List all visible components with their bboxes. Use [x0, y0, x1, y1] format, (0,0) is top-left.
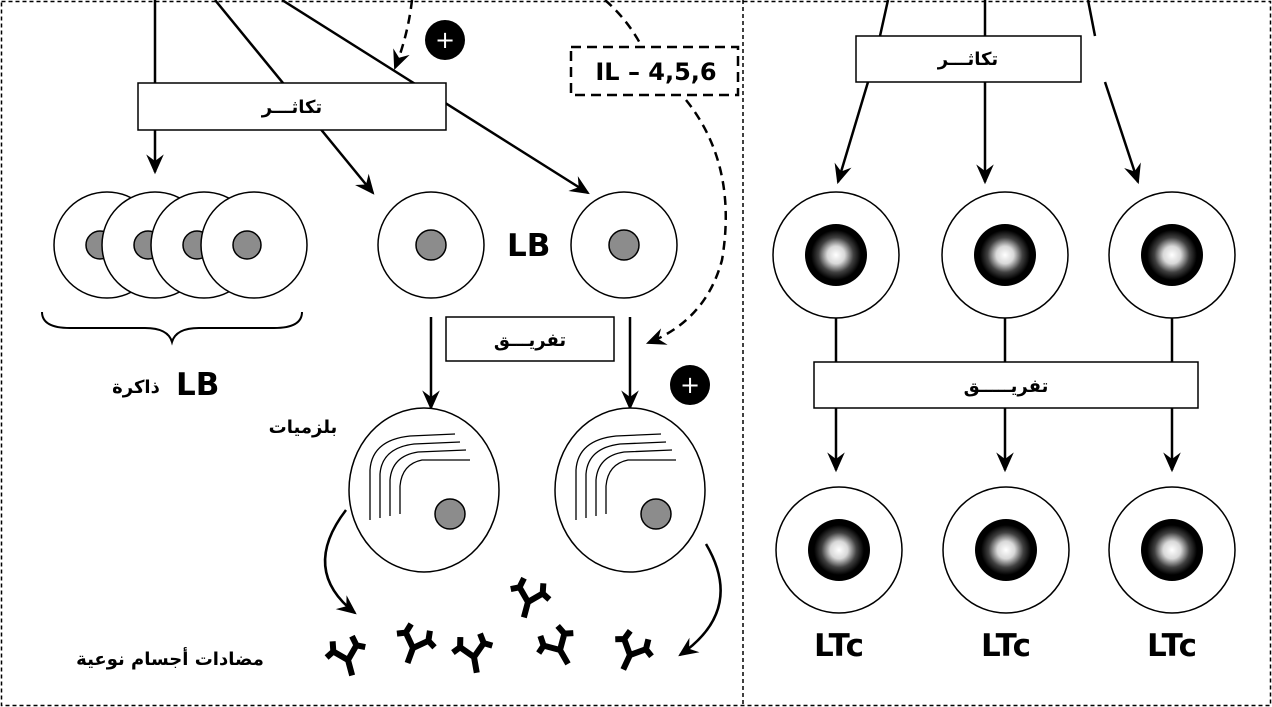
ltc-cell	[941, 191, 1069, 319]
antibody	[450, 632, 496, 676]
antibodies	[323, 576, 657, 681]
differentiation-arrows-right	[827, 318, 1181, 473]
memory-lb-cell	[200, 191, 308, 299]
differentiation-box-right: تفريـــــق	[813, 361, 1199, 409]
right-panel: تكاثـــر تفريـــــق LTc LT	[772, 0, 1236, 664]
memory-lb-label: LB ذاكرة	[112, 367, 219, 403]
left-panel: + تكاثـــر LB ذاكرة LB IL – 4,5,6	[41, 0, 740, 681]
antibodies-label: مضادات أجسام نوعية	[76, 647, 264, 670]
antibody	[323, 634, 371, 681]
ltc-cells-row-1	[772, 191, 1236, 319]
interleukin-label: IL – 4,5,6	[595, 58, 716, 86]
antibody	[532, 621, 586, 674]
ltc-cells-row-2	[775, 486, 1236, 614]
proliferation-box-right: تكاثـــر	[855, 35, 1082, 83]
incoming-arrows-right	[834, 0, 1141, 185]
stimulation-plus-badge-top: +	[425, 20, 465, 60]
lb-label: LB	[507, 228, 550, 264]
plasma-cell	[348, 407, 500, 573]
proliferation-box-left: تكاثـــر	[137, 82, 447, 131]
ltc-labels: LTc LTc LTc	[814, 628, 1197, 664]
plasma-cells-label: بلزميات	[269, 417, 338, 438]
ltc-cell	[775, 486, 903, 614]
memory-lb-text: ذاكرة	[112, 377, 160, 398]
ltc-label: LTc	[814, 628, 864, 664]
lb-cell	[570, 191, 678, 299]
ltc-label: LTc	[1147, 628, 1197, 664]
interleukin-dashed-arrow-top-right	[604, 0, 644, 48]
antibody	[389, 620, 440, 669]
ltc-cell	[1108, 486, 1236, 614]
antibody	[605, 627, 657, 678]
differentiation-arrows-left	[422, 317, 639, 411]
interleukin-dashed-arrow-to-differentiation	[645, 99, 727, 345]
plasma-cell	[554, 407, 706, 573]
lb-cell	[377, 191, 485, 299]
memory-lb-prefix: LB	[176, 367, 219, 403]
interleukin-box: IL – 4,5,6	[569, 45, 740, 97]
antibody	[505, 576, 553, 623]
ltc-cell	[1108, 191, 1236, 319]
interleukin-dashed-arrow-top	[393, 0, 414, 71]
ltc-label: LTc	[981, 628, 1031, 664]
proliferation-label-right: تكاثـــر	[937, 49, 998, 70]
differentiation-label-left: تفريـــق	[494, 330, 566, 351]
memory-cells-brace	[41, 311, 303, 346]
proliferation-label-left: تكاثـــر	[261, 97, 322, 118]
stimulation-plus-badge-right: +	[670, 365, 710, 405]
plus-symbol: +	[680, 371, 700, 399]
ltc-cell	[772, 191, 900, 319]
plus-symbol: +	[435, 26, 455, 54]
secretion-arrows	[323, 509, 722, 657]
ltc-cell	[942, 486, 1070, 614]
differentiation-box-left: تفريـــق	[445, 316, 615, 362]
memory-lb-cells	[53, 191, 308, 299]
differentiation-label-right: تفريـــــق	[964, 376, 1049, 397]
